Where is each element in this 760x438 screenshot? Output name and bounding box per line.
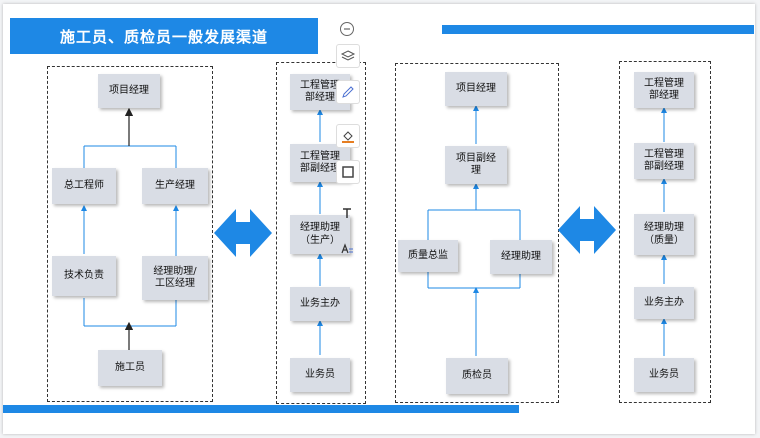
p2-assistant-production: 经理助理 （生产）	[290, 215, 350, 254]
panel-1-frame	[47, 66, 213, 402]
p1-construction-worker: 施工员	[98, 350, 162, 386]
p1-assistant-manager: 经理助理/ 工区经理	[142, 256, 208, 300]
top-accent-bar	[442, 25, 754, 34]
minus-circle-icon[interactable]	[336, 18, 358, 40]
p3-quality-director: 质量总监	[398, 240, 458, 272]
panel-3-frame	[395, 63, 559, 403]
p3-quality-inspector: 质检员	[446, 358, 508, 394]
p4-dept-manager: 工程管理 部经理	[634, 72, 694, 108]
floating-toolbar	[336, 18, 360, 264]
panel-4-frame	[619, 61, 711, 403]
p4-business-lead: 业务主办	[634, 287, 694, 319]
panel-2-frame	[276, 62, 366, 404]
p3-deputy-manager: 项目副经 理	[445, 146, 507, 184]
layers-icon[interactable]	[336, 44, 360, 68]
p4-deputy-manager: 工程管理 部副经理	[634, 143, 694, 179]
border-icon[interactable]	[336, 160, 360, 184]
text-style-icon[interactable]	[336, 238, 358, 260]
pen-icon[interactable]	[336, 80, 360, 104]
p4-assistant-quality: 经理助理 （质量）	[634, 214, 694, 255]
p1-chief-engineer: 总工程师	[52, 168, 116, 204]
p2-staff: 业务员	[290, 358, 350, 392]
p1-project-manager: 项目经理	[98, 74, 160, 108]
p3-assistant-manager: 经理助理	[490, 240, 552, 274]
text-icon[interactable]	[336, 202, 358, 224]
page-title: 施工员、质检员一般发展渠道	[10, 18, 318, 54]
p2-business-lead: 业务主办	[290, 287, 350, 321]
p1-production-manager: 生产经理	[142, 168, 208, 204]
p1-technical-lead: 技术负责	[52, 256, 116, 296]
bottom-accent-bar	[3, 405, 519, 413]
p4-staff: 业务员	[634, 358, 694, 392]
fill-icon[interactable]	[336, 124, 360, 148]
p3-project-manager: 项目经理	[445, 72, 507, 106]
